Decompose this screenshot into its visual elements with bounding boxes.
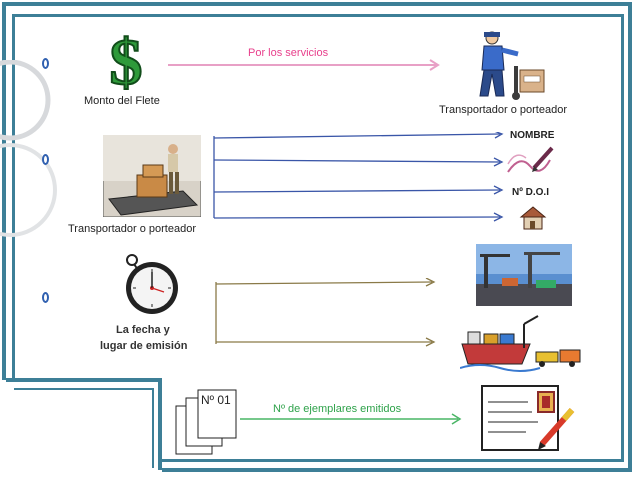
doi-label: Nº D.O.I xyxy=(512,187,549,198)
stopwatch-icon xyxy=(126,254,178,314)
stacked-pages-icon xyxy=(175,389,237,455)
monto-del-flete-label: Monto del Flete xyxy=(84,95,160,107)
decorative-rings xyxy=(0,60,57,237)
transportador-right-label: Transportador o porteador xyxy=(439,104,567,116)
port-photo xyxy=(476,244,572,306)
document-stamp-pen-icon xyxy=(481,385,575,451)
numero-01-label: Nº 01 xyxy=(201,393,231,407)
dollar-sign-icon: $ xyxy=(109,28,144,90)
fecha-label-line2: lugar de emisión xyxy=(100,340,188,352)
ejemplares-label: Nº de ejemplares emitidos xyxy=(273,403,402,415)
delivery-man-icon xyxy=(479,31,545,100)
bullet-icon xyxy=(42,292,49,303)
brown-arrows xyxy=(215,278,436,347)
frame-corner-step xyxy=(6,378,162,470)
por-servicios-arrow xyxy=(168,59,440,71)
nombre-label: NOMBRE xyxy=(510,130,555,141)
signature-pen-icon xyxy=(507,146,554,173)
pallet-scale-photo xyxy=(103,135,201,217)
transportador-left-label: Transportador o porteador xyxy=(68,223,196,235)
bullet-icon xyxy=(42,154,49,165)
blue-arrows xyxy=(213,132,504,222)
bullet-icon xyxy=(42,58,49,69)
frame-corner-cut xyxy=(0,380,162,479)
fecha-label-line1: La fecha y xyxy=(116,324,170,336)
ejemplares-arrow xyxy=(240,413,462,425)
cargo-ship-icon xyxy=(460,315,581,372)
por-servicios-label: Por los servicios xyxy=(248,47,329,59)
frame-corner-step-inner xyxy=(14,388,154,468)
slide-frame-inner xyxy=(12,14,624,462)
svg-text:$: $ xyxy=(110,28,143,90)
slide-frame-outer xyxy=(2,2,632,472)
house-icon xyxy=(519,206,547,230)
